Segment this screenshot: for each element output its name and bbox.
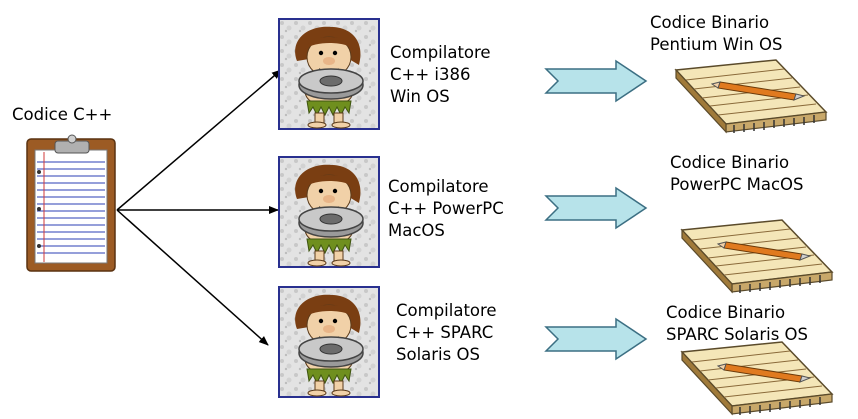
output-label-2: Codice Binario PowerPC MacOS: [670, 153, 804, 194]
compiler-label-2: Compilatore C++ PowerPC MacOS: [388, 177, 504, 240]
block-arrow-icon: [545, 187, 647, 229]
caveman-compiler-icon: [278, 286, 380, 398]
output-label-1: Codice Binario Pentium Win OS: [650, 13, 783, 54]
compiler-label-3: Compilatore C++ SPARC Solaris OS: [396, 301, 497, 364]
compiler-label-1: Compilatore C++ i386 Win OS: [390, 43, 491, 106]
notepad-pencil-icon: [675, 59, 827, 134]
caveman-compiler-icon: [278, 156, 380, 268]
caveman-compiler-icon: [278, 18, 380, 130]
block-arrow-icon: [545, 60, 647, 102]
output-label-3: Codice Binario SPARC Solaris OS: [666, 303, 808, 344]
notepad-pencil-icon: [681, 219, 833, 294]
flow-arrow-3: [116, 209, 269, 346]
flow-arrow-1: [116, 69, 282, 211]
clipboard-icon: [26, 134, 116, 272]
block-arrow-icon: [545, 318, 647, 360]
notepad-pencil-icon: [681, 341, 833, 416]
source-label: Codice C++: [12, 105, 113, 124]
